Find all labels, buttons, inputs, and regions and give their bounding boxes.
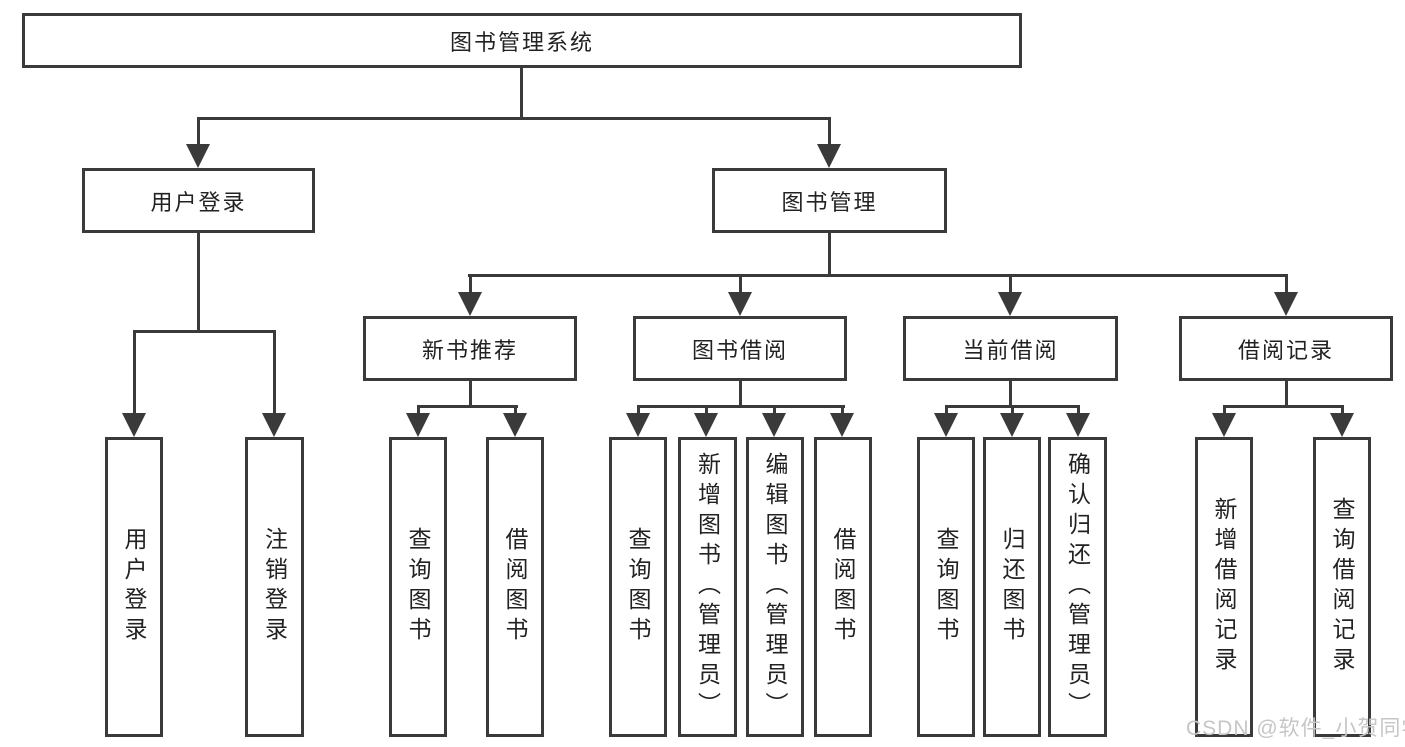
connector-vline — [1223, 405, 1226, 415]
node-new-book-recommend: 新书推荐 — [363, 316, 577, 381]
leaf-recommend-query-books: 查询图书 — [389, 437, 447, 737]
node-borrowing-records: 借阅记录 — [1179, 316, 1393, 381]
watermark: CSDN @软件_小贺同学 — [1186, 717, 1405, 740]
connector-vline — [828, 233, 831, 274]
leaf-records-query-record: 查询借阅记录 — [1313, 437, 1371, 737]
connector-vline — [739, 381, 742, 405]
arrow-down-icon — [830, 413, 854, 437]
connector-vline — [1009, 274, 1012, 292]
arrow-down-icon — [694, 413, 718, 437]
leaf-current-return-books: 归还图书 — [983, 437, 1041, 737]
connector-vline — [1077, 405, 1080, 415]
arrow-down-icon — [406, 413, 430, 437]
arrow-down-icon — [817, 144, 841, 168]
connector-vline — [514, 405, 517, 415]
connector-vline — [1285, 381, 1288, 405]
connector-vline — [637, 405, 640, 415]
arrow-down-icon — [503, 413, 527, 437]
arrow-down-icon — [1274, 292, 1298, 316]
connector-vline — [773, 405, 776, 415]
arrow-down-icon — [728, 292, 752, 316]
connector-vline — [417, 405, 420, 415]
node-book-management: 图书管理 — [712, 168, 947, 233]
connector-vline — [705, 405, 708, 415]
leaf-current-confirm-return-admin: 确认归还（管理员） — [1048, 437, 1107, 737]
node-current-borrowing: 当前借阅 — [903, 316, 1118, 381]
connector-hline — [417, 405, 518, 408]
connector-vline — [133, 330, 136, 413]
connector-vline — [469, 381, 472, 405]
connector-vline — [828, 117, 831, 144]
node-user-login: 用户登录 — [82, 168, 315, 233]
arrow-down-icon — [458, 292, 482, 316]
leaf-borrowing-query-books: 查询图书 — [609, 437, 667, 737]
connector-vline — [197, 233, 200, 330]
connector-hline — [1223, 405, 1344, 408]
leaf-records-add-record: 新增借阅记录 — [1195, 437, 1253, 737]
arrow-down-icon — [186, 144, 210, 168]
arrow-down-icon — [122, 413, 146, 437]
connector-vline — [1285, 274, 1288, 292]
connector-vline — [469, 274, 472, 292]
leaf-borrowing-edit-books-admin: 编辑图书（管理员） — [746, 437, 804, 737]
connector-vline — [273, 330, 276, 413]
connector-hline — [468, 274, 1288, 277]
connector-vline — [1341, 405, 1344, 415]
connector-vline — [841, 405, 844, 415]
arrow-down-icon — [1212, 413, 1236, 437]
leaf-borrowing-add-books-admin: 新增图书（管理员） — [678, 437, 737, 737]
leaf-logout: 注销登录 — [245, 437, 304, 737]
connector-hline — [637, 405, 845, 408]
arrow-down-icon — [934, 413, 958, 437]
connector-vline — [1009, 381, 1012, 405]
leaf-current-query-books: 查询图书 — [917, 437, 975, 737]
connector-vline — [739, 274, 742, 292]
leaf-borrowing-borrow-books: 借阅图书 — [814, 437, 872, 737]
node-root: 图书管理系统 — [22, 13, 1022, 68]
arrow-down-icon — [1000, 413, 1024, 437]
leaf-user-login: 用户登录 — [105, 437, 163, 737]
connector-hline — [133, 330, 276, 333]
arrow-down-icon — [626, 413, 650, 437]
connector-vline — [945, 405, 948, 415]
connector-hline — [197, 117, 831, 120]
node-book-borrowing: 图书借阅 — [633, 316, 847, 381]
connector-vline — [1011, 405, 1014, 415]
arrow-down-icon — [762, 413, 786, 437]
arrow-down-icon — [1330, 413, 1354, 437]
connector-vline — [520, 68, 523, 117]
arrow-down-icon — [998, 292, 1022, 316]
arrow-down-icon — [1066, 413, 1090, 437]
leaf-recommend-borrow-books: 借阅图书 — [486, 437, 544, 737]
connector-vline — [197, 117, 200, 144]
arrow-down-icon — [262, 413, 286, 437]
